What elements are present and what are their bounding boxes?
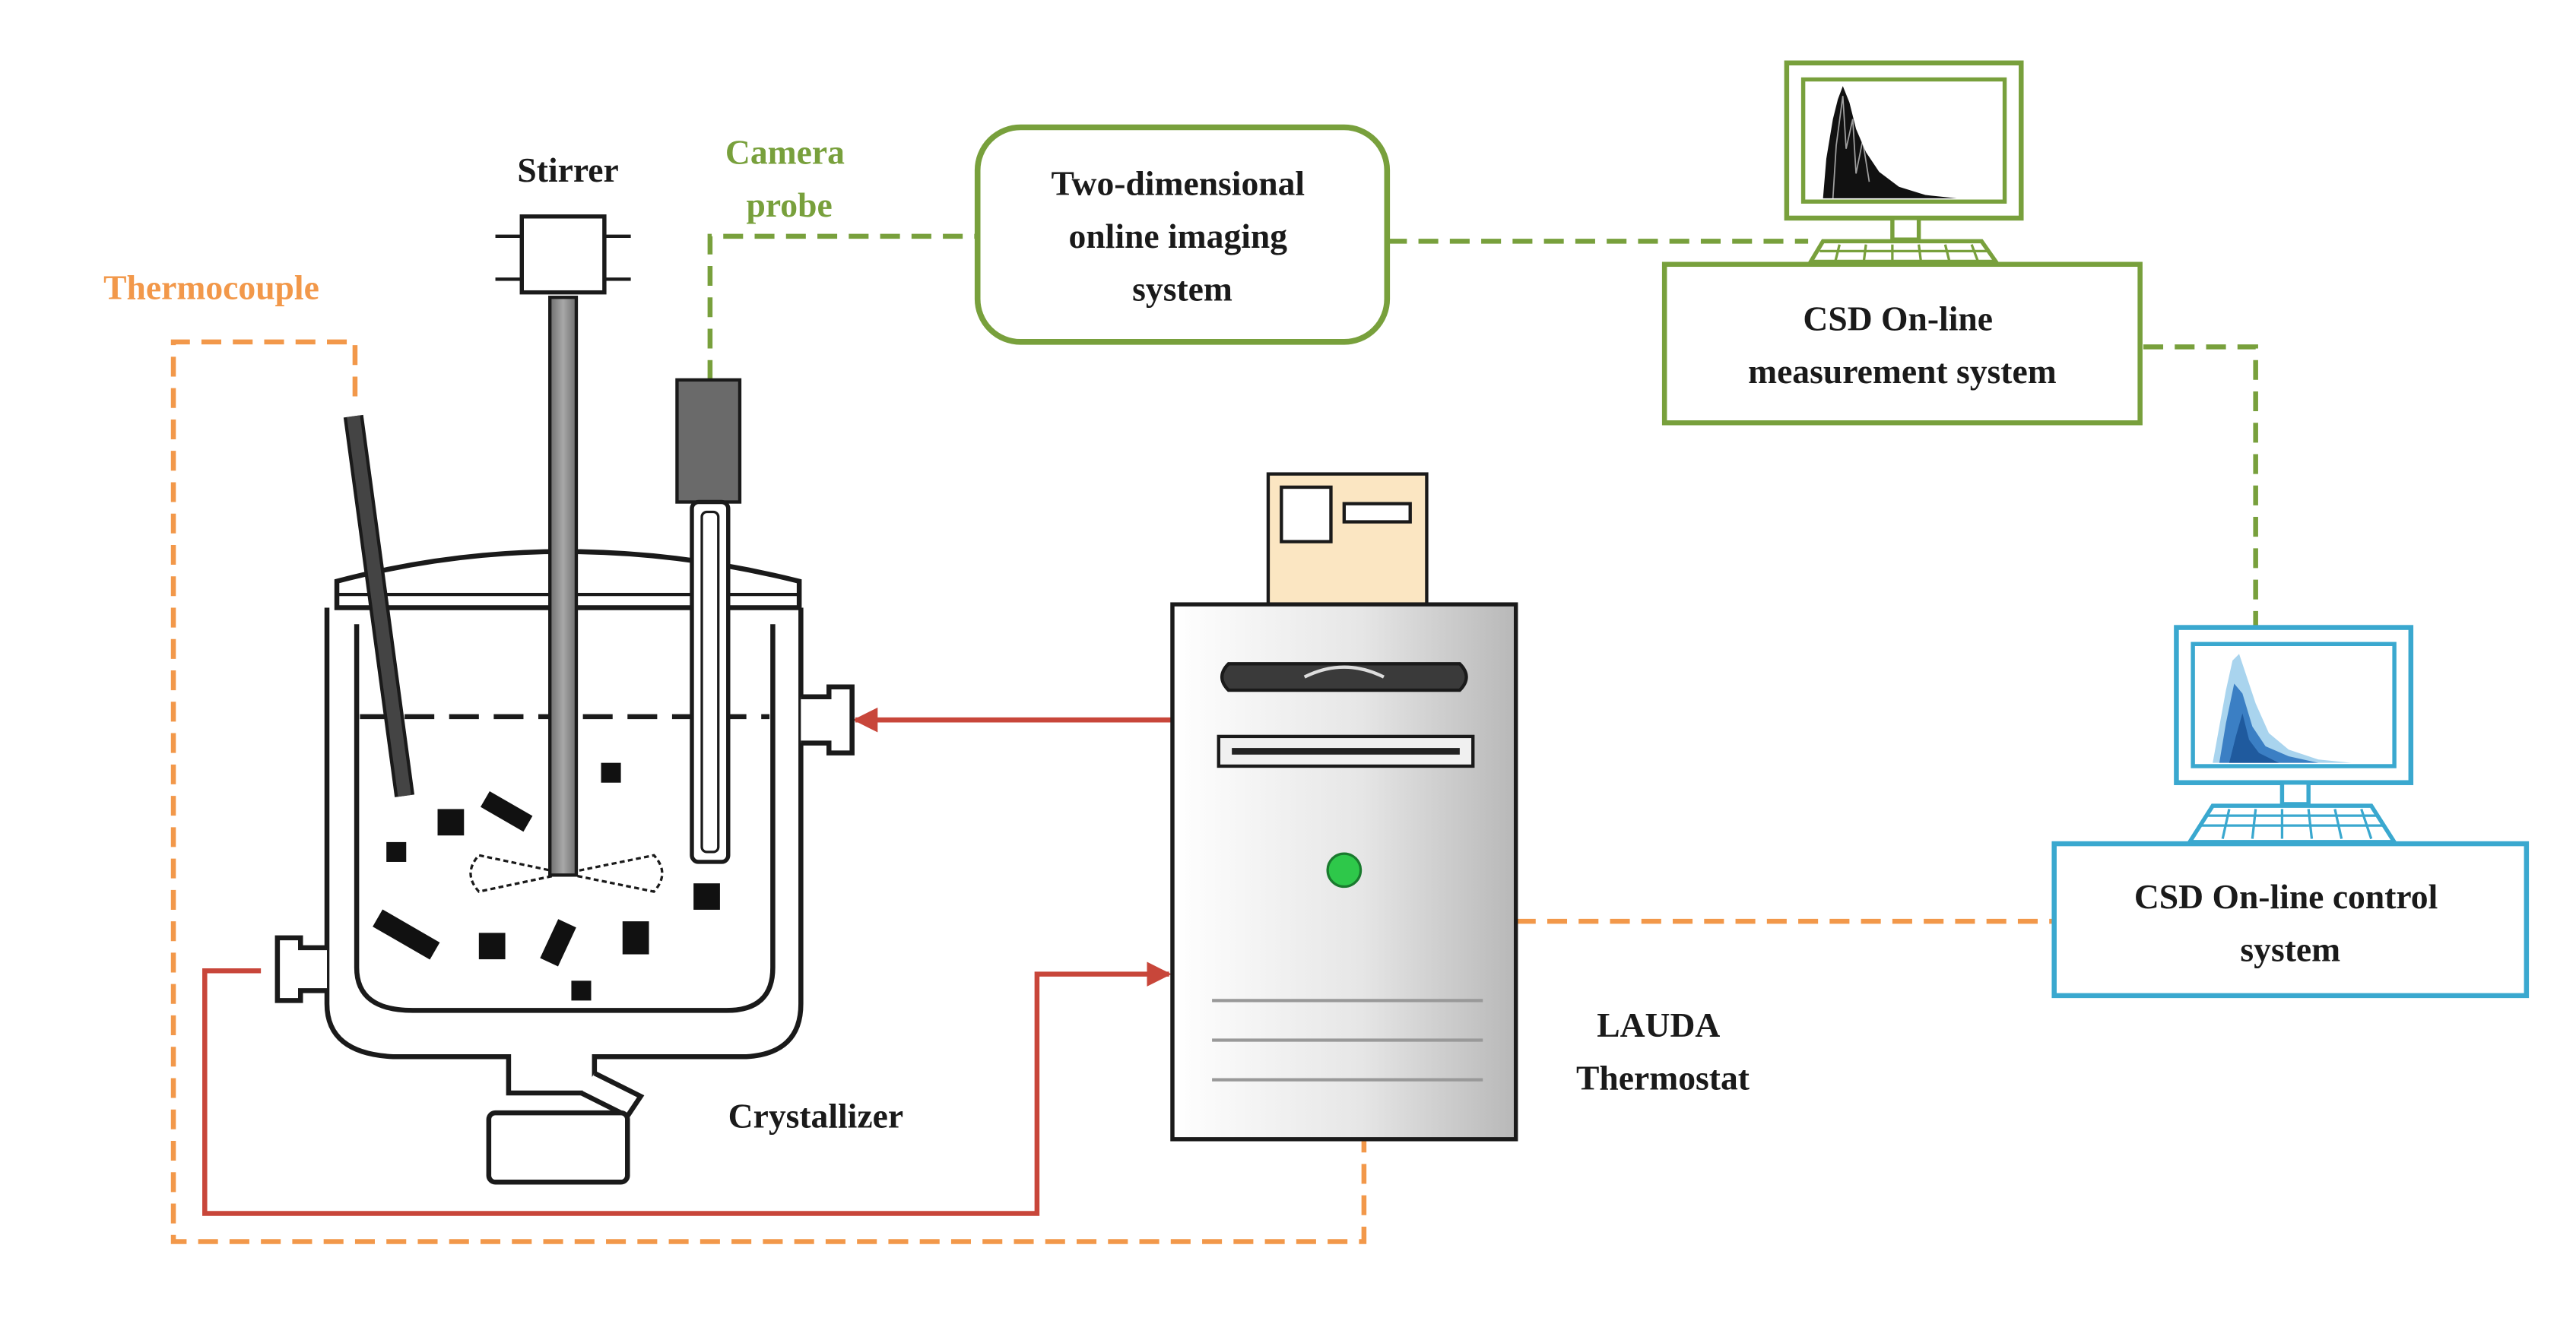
thermocouple-label: Thermocouple	[103, 268, 319, 306]
control-computer	[2051, 625, 2530, 999]
camera-probe-head	[675, 378, 742, 504]
imaging-system-box	[974, 124, 1391, 345]
measurement-system-label-line2: measurement system	[1748, 352, 2057, 391]
measurement-computer	[1661, 60, 2143, 426]
measurement-system-label: CSD On-line measurement system	[1748, 299, 2057, 391]
lauda-thermostat-label-line2: Thermostat	[1576, 1059, 1750, 1098]
control-system-box	[2051, 841, 2530, 999]
stirrer-label: Stirrer	[517, 150, 618, 189]
stirrer	[495, 214, 631, 877]
control-system-label-line1: CSD On-line control	[2134, 877, 2438, 916]
control-system-label: CSD On-line control system	[2134, 877, 2447, 968]
imaging-system-label-line3: system	[1132, 270, 1232, 309]
measurement-system-box	[1661, 261, 2143, 426]
camera-imaging-line	[707, 233, 978, 380]
drain-spout	[580, 1071, 645, 1120]
imaging-system-label: Two-dimensional online imaging system	[1052, 164, 1314, 309]
measurement-system-label-line1: CSD On-line	[1803, 299, 1993, 338]
jacket-inlet-nozzle	[801, 684, 855, 756]
control-keyboard	[2185, 803, 2399, 844]
stirrer-shaft	[548, 296, 579, 877]
stirrer-motor	[519, 214, 607, 295]
camera-probe	[675, 378, 742, 864]
camera-probe-label-line2: probe	[747, 185, 833, 224]
heating-return-line	[202, 961, 1172, 1216]
drain-valve	[486, 1110, 630, 1185]
control-system-label-line2: system	[2240, 930, 2340, 968]
lauda-thermostat-label: LAUDA Thermostat	[1576, 1006, 1750, 1097]
camera-probe-label: Camera probe	[725, 132, 853, 223]
thermostat-drive-slot	[1220, 662, 1468, 692]
imaging-system-label-line1: Two-dimensional	[1052, 164, 1305, 203]
crystals	[373, 762, 720, 1001]
lauda-thermostat-label-line1: LAUDA	[1597, 1006, 1720, 1044]
thermostat-power-led	[1326, 852, 1363, 889]
jacket-outlet-nozzle	[274, 935, 328, 1003]
imaging-system-label-line2: online imaging	[1069, 217, 1288, 255]
crystallizer-label: Crystallizer	[728, 1097, 903, 1136]
lauda-thermostat	[1170, 472, 1518, 1142]
camera-probe-label-line1: Camera	[725, 132, 845, 171]
thermocouple-signal-line	[170, 339, 1367, 1244]
measurement-control-line	[2143, 344, 2258, 628]
